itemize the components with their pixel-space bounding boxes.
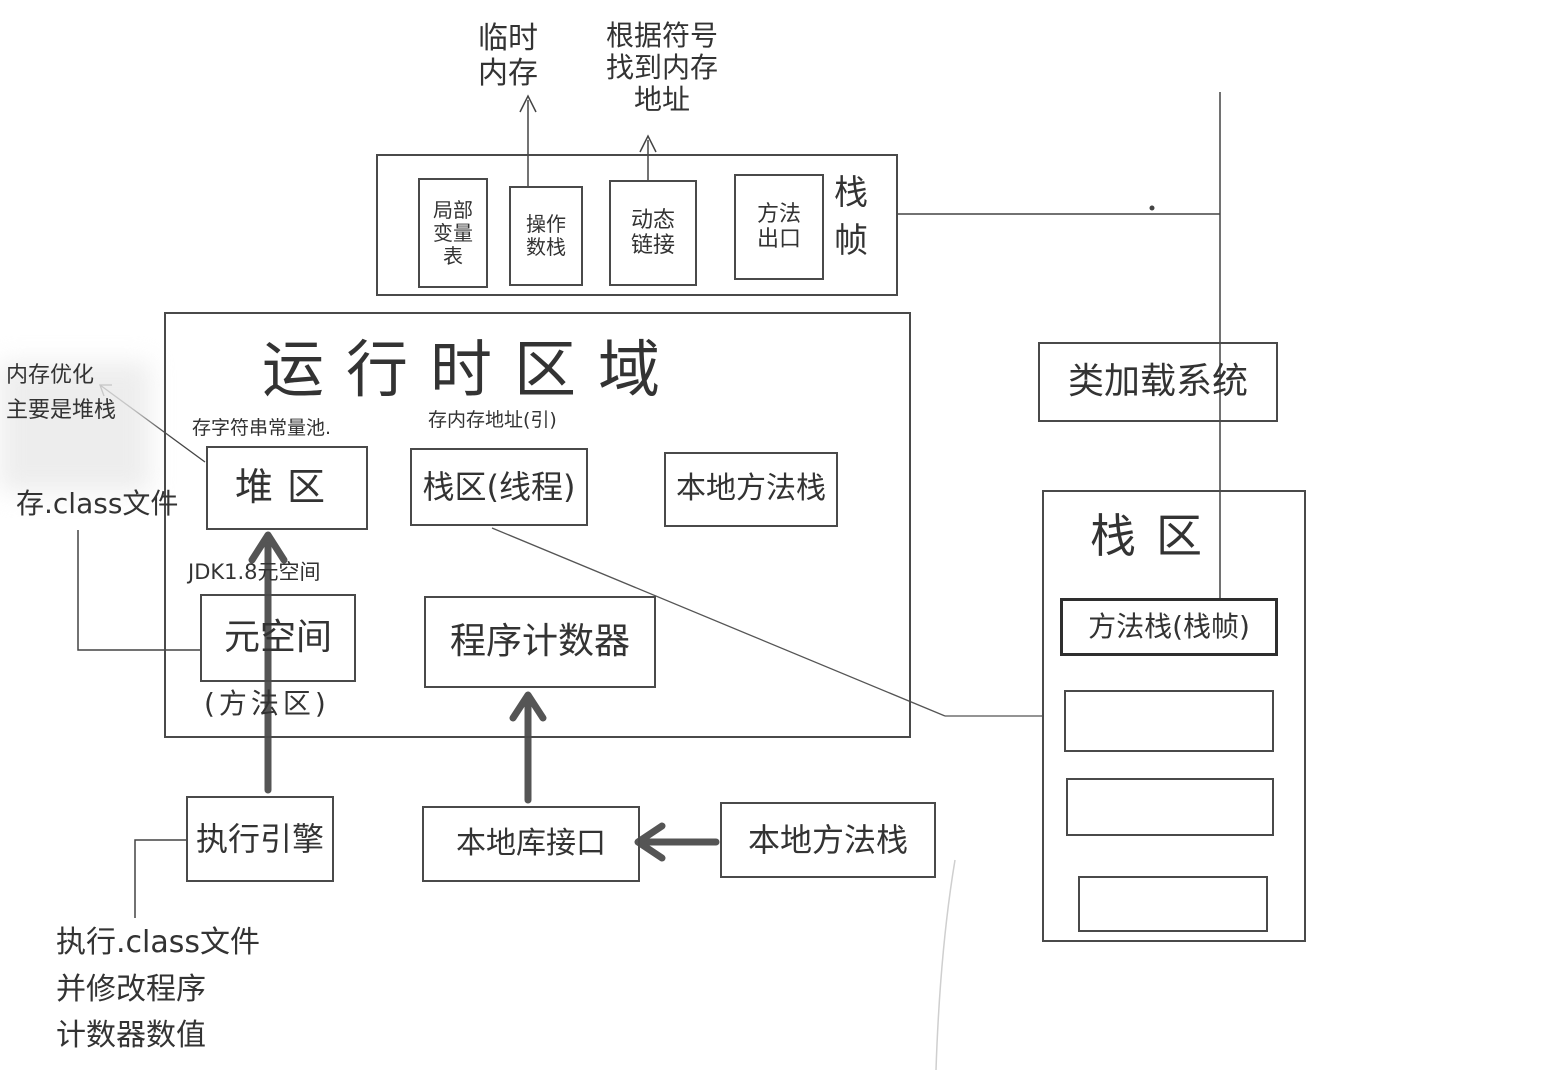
method-exit: 方法 出口 — [734, 174, 824, 280]
stack-frame-box — [376, 154, 898, 296]
execution-engine-box: 执行引擎 — [186, 796, 334, 882]
heap-box: 堆区 — [206, 446, 368, 530]
dynamic-linking: 动态 链接 — [609, 180, 697, 286]
class-file-bracket — [77, 530, 200, 651]
stack-link-line — [491, 527, 946, 717]
right-stack-area-title: 栈区 — [1090, 509, 1222, 563]
runtime-area-title: 运行时区域 — [262, 333, 683, 406]
runtime-area-box — [164, 312, 911, 738]
native-interface-box: 本地库接口 — [422, 806, 640, 882]
metaspace-box: 元空间 — [200, 594, 356, 682]
stack-area-box: 栈区(线程) — [410, 448, 588, 526]
metaspace-subtitle: (方法区) — [204, 687, 330, 720]
find-address-note: 根据符号 找到内存 地址 — [606, 19, 719, 117]
frame-slot-2 — [1066, 778, 1274, 836]
pencil-stroke — [935, 859, 956, 1071]
heap-caption: 存字符串常量池. — [192, 417, 332, 439]
temp-memory-note: 临时 内存 — [478, 21, 538, 91]
memory-optimization-note: 内存优化 主要是堆栈 — [6, 363, 117, 424]
local-variable-table: 局部 变量 表 — [418, 178, 488, 288]
metaspace-caption: JDK1.8元空间 — [188, 560, 321, 584]
class-file-note: 存.class文件 — [16, 487, 179, 520]
operand-stack: 操作 数栈 — [509, 186, 583, 286]
right-stack-area-box — [1042, 490, 1306, 942]
class-loader-box: 类加载系统 — [1038, 342, 1278, 422]
frame-slot-3 — [1078, 876, 1268, 932]
program-counter-box: 程序计数器 — [424, 596, 656, 688]
native-method-stack-bottom-box: 本地方法栈 — [720, 802, 936, 878]
stack-frame-title: 栈帧 — [834, 173, 868, 261]
method-frame-box: 方法栈(栈帧) — [1060, 598, 1278, 656]
frame-slot-1 — [1064, 690, 1274, 752]
native-method-stack-box: 本地方法栈 — [664, 452, 838, 527]
engine-note: 执行.class文件 并修改程序 计数器数值 — [56, 925, 261, 1053]
eraser-smudge — [0, 362, 150, 492]
stack-caption: 存内存地址(引) — [428, 409, 557, 431]
engine-note-bracket — [134, 839, 186, 918]
